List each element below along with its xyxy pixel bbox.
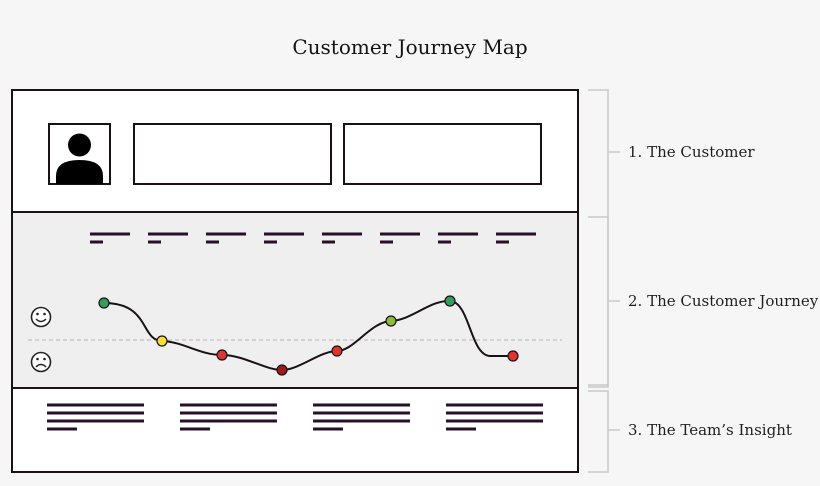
team-insight-columns	[47, 403, 543, 431]
sentiment-points	[98, 295, 519, 376]
sentiment-point	[216, 349, 228, 361]
persona-detail-box-1	[133, 123, 332, 185]
section-bracket-3	[588, 390, 620, 473]
section-label-insight: 3. The Team’s Insight	[628, 421, 792, 439]
smiley-face-icon	[30, 306, 52, 328]
section-label-journey: 2. The Customer Journey	[628, 292, 819, 310]
section-bracket-1	[588, 89, 620, 388]
touchpoint-headers	[90, 232, 536, 244]
sentiment-point	[276, 364, 288, 376]
sentiment-point	[98, 297, 110, 309]
persona-detail-box-2	[343, 123, 542, 185]
map-frame	[11, 89, 579, 473]
section-bracket-2	[588, 216, 620, 386]
section-label-customer: 1. The Customer	[628, 143, 755, 161]
sentiment-point	[507, 350, 519, 362]
persona-avatar	[48, 123, 111, 185]
sentiment-point	[444, 295, 456, 307]
diagram-title: Customer Journey Map	[292, 35, 528, 59]
sentiment-point	[156, 335, 168, 347]
insight-band	[12, 388, 578, 472]
sentiment-point	[331, 345, 343, 357]
person-silhouette-icon	[56, 133, 103, 184]
frowning-face-icon	[30, 351, 52, 373]
journey-band	[12, 212, 578, 388]
sentiment-point	[385, 315, 397, 327]
